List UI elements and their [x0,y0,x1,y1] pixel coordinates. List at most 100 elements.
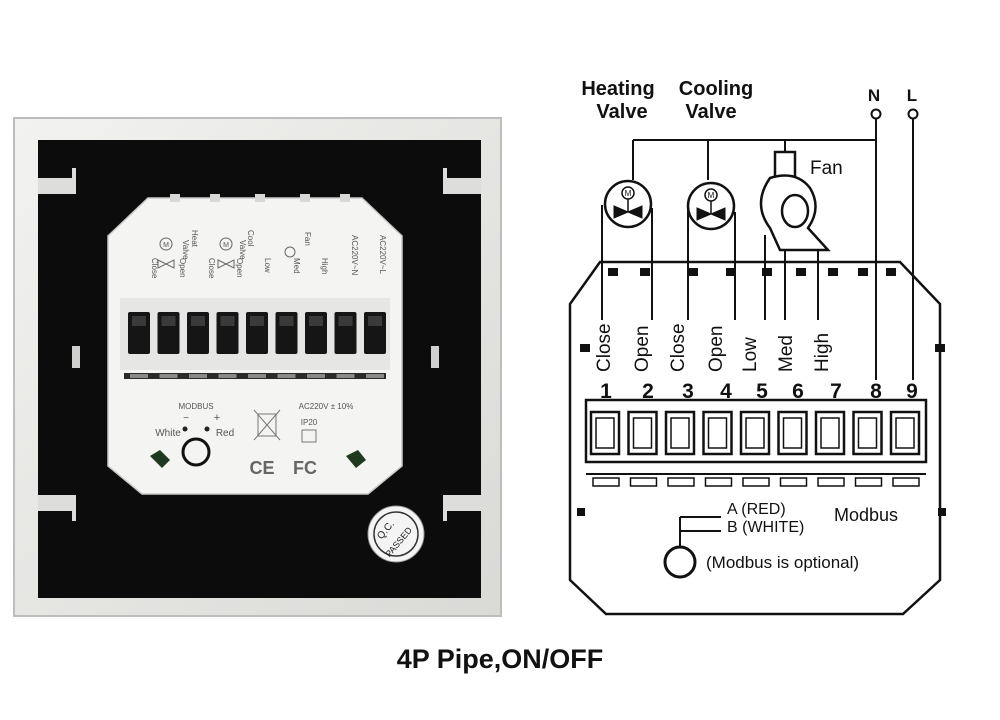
motor-symbol: M [708,191,715,200]
diagram-top-tabs [608,268,896,276]
print-ip20: IP20 [301,418,318,427]
motor-icon [159,237,173,251]
rib-slot [336,374,355,378]
terminal-slot [779,477,808,487]
rib-slot [307,374,325,378]
top-tabs [170,194,350,202]
print-low: Low [263,258,272,273]
terminal-number: 1 [600,380,612,403]
print-open: Open [178,258,187,278]
photo-terminal-screw [275,312,298,354]
live-label: L [907,86,917,105]
print-voltage: AC220V ± 10% [299,402,354,411]
cooling-valve-label-2: Valve [685,101,736,123]
diagram-terminal-screw [627,410,658,456]
print-plus: + [214,412,220,424]
live-terminal [907,108,919,120]
terminal-slot [854,477,883,487]
terminal-slot [592,477,620,487]
valve-icon [157,259,235,269]
rib-slot [277,374,296,378]
photo-terminal-screw [187,312,209,354]
print-valve: Valve [238,240,247,260]
diagram-terminal-screw [702,410,733,456]
photo-rib-slots [130,374,384,378]
print-fan: Fan [303,232,312,246]
wiring-diagram: Heating Valve Cooling Valve N L [568,78,946,616]
terminal-function-label: Open [706,326,727,372]
terminal-function-label: Close [594,323,615,372]
rib-slot [218,374,237,378]
side-tab [577,508,585,516]
motor-symbol: M [163,242,169,249]
fan-symbol: Fan [759,150,843,252]
rib-slot [248,374,266,378]
fc-mark: FC [293,458,317,478]
heating-valve-symbol: M [603,179,653,229]
diagram-terminal-screw [814,410,846,456]
green-pad [150,450,170,468]
rib-slot [130,374,148,378]
photo-terminal-screw [128,312,150,354]
diagram-function-labels: Close Open Close Open Low Med High [594,323,833,372]
wires [601,119,914,380]
terminal-slot [704,477,733,487]
motor-symbol: M [223,242,229,249]
caption-title: 4P Pipe,ON/OFF [396,644,604,674]
diagram-slots [592,477,920,487]
print-high: High [320,258,329,274]
ce-mark: CE [249,458,274,478]
terminal-number: 8 [870,380,882,403]
diagram-terminals [589,410,921,456]
side-tab [938,508,946,516]
photo-print-labels: M M Heat Valve Close Open Cool Valve Clo… [150,230,387,279]
photo-terminal-screw [364,312,386,354]
modbus-title: Modbus [834,505,898,525]
terminal-number: 4 [720,380,732,403]
terminal-function-label: Close [668,323,689,372]
top-tab [886,268,896,276]
terminal-number: 6 [792,380,804,403]
terminal-function-label: Med [776,335,797,372]
print-close: Close [150,258,159,279]
photo-terminals [128,312,386,354]
side-tab [580,344,590,352]
terminal-function-label: High [812,333,833,372]
print-heat: Heat [190,230,199,248]
print-modbus: MODBUS [178,402,213,411]
photo-terminal-screw [305,312,327,354]
side-notch [431,346,439,368]
terminal-number: 5 [756,380,768,403]
diagram-modbus: A (RED) B (WHITE) Modbus (Modbus is opti… [663,501,898,579]
cooling-valve-label: Cooling [679,78,753,100]
photo-terminal-screw [334,312,357,354]
weee-bin-icon [253,409,281,441]
terminal-slot [742,477,770,487]
rib-slot [159,374,178,378]
cooling-valve-symbol: M [686,181,736,231]
side-tab [935,344,945,352]
diagram-terminal-screw [889,410,921,456]
terminal-number: 9 [906,380,918,403]
mount-clip [38,495,76,521]
print-ac-n: AC220V~N [350,235,359,275]
fan-label: Fan [810,158,843,179]
photo-terminal-screw [216,312,239,354]
green-pad [346,450,366,468]
print-minus: − [183,413,189,424]
terminal-function-label: Low [740,337,761,372]
top-tab [762,268,772,276]
diagram-module-outline [568,260,942,616]
heating-valve-label-2: Valve [596,101,647,123]
modbus-pin [182,426,188,432]
terminal-number: 2 [642,380,654,403]
terminal-function-label: Open [632,326,653,372]
rib-slot [366,374,384,378]
terminal-slot [817,477,845,487]
print-close: Close [207,258,216,279]
print-open: Open [235,258,244,278]
diagram-terminal-screw [739,410,771,456]
terminal-number: 7 [830,380,842,403]
